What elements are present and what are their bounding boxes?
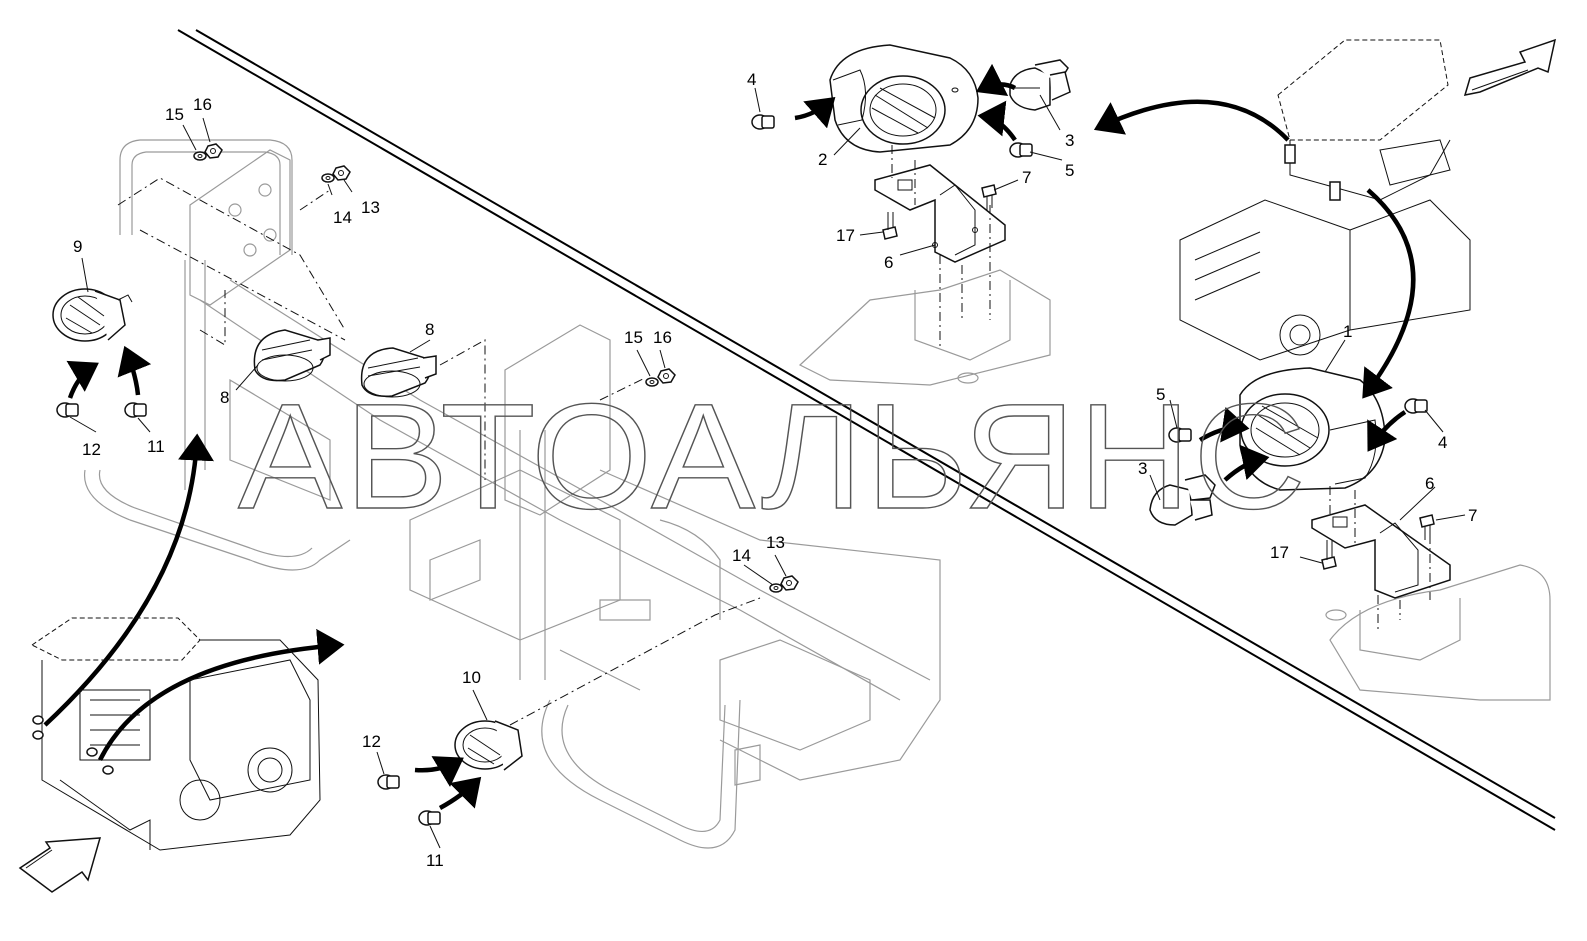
assembly-lines-lower [1329,486,1431,630]
callout-16: 16 [653,328,672,347]
bolt-icon [882,212,898,240]
bulb-icon [1009,142,1033,158]
callout-10: 10 [462,668,481,687]
callout-6: 6 [884,253,893,272]
bolt-icon [981,184,997,210]
washer-icon [193,151,207,161]
callout-15: 15 [165,105,184,124]
callout-labels: 15 16 14 13 9 8 8 12 11 15 16 14 13 10 1… [73,70,1477,870]
separator-lines [177,29,1556,831]
bracket-icon [1311,504,1451,599]
headlight-icon [829,44,979,153]
callout-14: 14 [333,208,352,227]
callout-12: 12 [82,440,101,459]
callout-7: 7 [1468,506,1477,525]
callout-8: 8 [220,388,229,407]
flow-arrows-left [43,345,482,810]
machine-front-view [31,617,321,851]
bracket-icon [874,164,1006,263]
view-arrow-icon [1463,38,1557,96]
bolt-icon [1321,540,1337,570]
roof-post-ghost-lower [1325,564,1551,701]
work-light-icon [52,288,133,342]
nut-icon [204,143,223,159]
callout-17: 17 [836,226,855,245]
callout-16: 16 [193,95,212,114]
bulb-icon [418,810,441,826]
flow-arrows-right [794,63,1416,482]
bulb-icon [1404,398,1428,414]
callout-14: 14 [732,546,751,565]
watermark: АВТОАЛЬЯНС [238,372,1308,540]
work-light-icon [454,720,523,771]
roof-post-ghost-upper [798,269,1051,386]
callout-2: 2 [818,150,827,169]
callout-13: 13 [766,533,785,552]
bolt-icon [1419,514,1435,540]
callout-3: 3 [1138,459,1147,478]
bulb-icon [1009,59,1071,111]
callout-6: 6 [1425,474,1434,493]
washer-icon [769,583,783,593]
callout-15: 15 [624,328,643,347]
callout-11: 11 [147,437,165,456]
callout-1: 1 [1343,322,1352,341]
callout-5: 5 [1065,161,1074,180]
bulb-icon [751,114,775,130]
callout-7: 7 [1022,168,1031,187]
callout-4: 4 [747,70,756,89]
work-light-icon [360,347,437,398]
nut-icon [780,575,799,591]
assembly-lines-left [117,177,761,726]
bulb-icon [377,774,400,790]
callout-3: 3 [1065,131,1074,150]
callout-13: 13 [361,198,380,217]
assembly-lines-upper [891,145,991,350]
washer-icon [645,377,659,387]
callout-8: 8 [425,320,434,339]
bulb-icon [56,402,79,418]
callout-17: 17 [1270,543,1289,562]
nut-icon [332,165,351,181]
leader-lines [69,87,1466,849]
work-light-icon [253,329,331,382]
nut-icon [657,368,676,384]
washer-icon [321,173,335,183]
callout-12: 12 [362,732,381,751]
callout-11: 11 [426,851,444,870]
callout-4: 4 [1438,433,1447,452]
machine-rear-view [1179,39,1471,361]
callout-5: 5 [1156,385,1165,404]
callout-9: 9 [73,237,82,256]
bulb-icon [1149,474,1216,526]
view-arrow-icon [18,837,102,893]
bulb-icon [124,402,147,418]
